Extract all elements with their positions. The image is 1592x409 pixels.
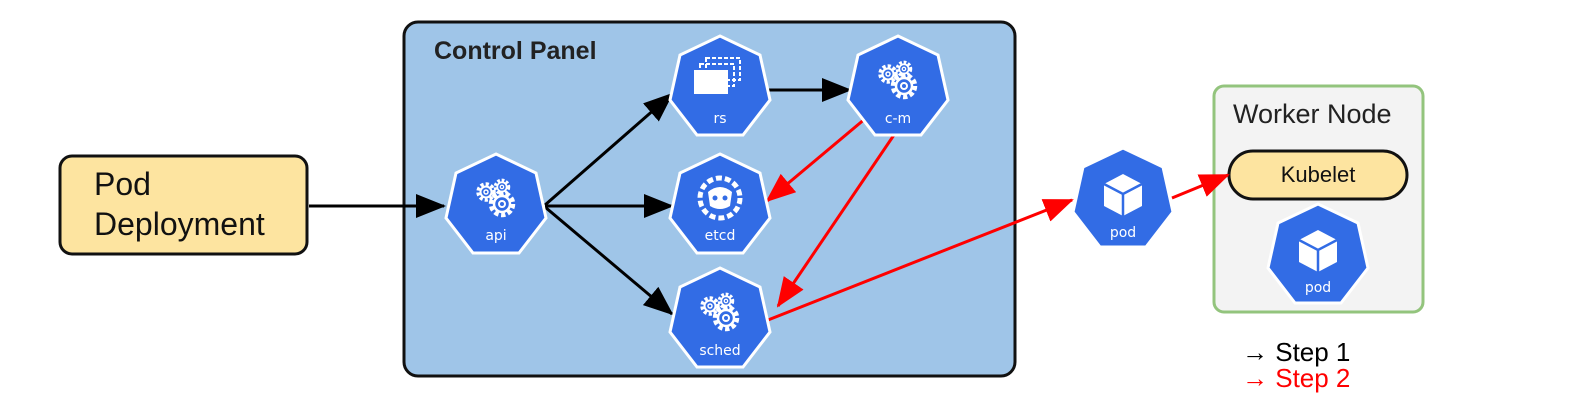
replicaset-icon [694,57,741,94]
worker-node-pod-label: pod [1305,280,1331,296]
component-sched-label: sched [699,343,740,359]
component-rs-label: rs [713,111,726,127]
step1-arrows [309,78,852,316]
component-rs: rs [668,34,772,137]
component-sched: sched [668,266,772,369]
etcd-icon [697,175,743,221]
pod-deployment-box [58,154,309,256]
worker-node-title: Worker Node [1233,99,1392,129]
component-cm: c-m [846,34,950,137]
arrow-cm-to-etcd [765,116,867,203]
arrow-api-to-sched [544,205,674,316]
arrow-sched-to-pod [767,198,1074,322]
worker-node-pod: pod [1266,202,1370,305]
arrow-api-to-rs [544,92,674,207]
component-etcd-label: etcd [705,228,736,244]
arrow-cm-to-sched [776,131,898,308]
pod-deployment-label-line2: Deployment [94,206,265,242]
component-etcd: etcd [668,152,772,255]
control-panel-title: Control Panel [434,37,597,65]
legend-step1: → Step 1 [1242,337,1350,367]
arrow-pod-to-kubelet [1171,173,1230,200]
component-pod-transit-label: pod [1110,225,1136,241]
legend-step2: → Step 2 [1242,363,1350,393]
component-cm-label: c-m [885,111,911,127]
kubelet-label: Kubelet [1281,162,1356,187]
step2-arrows [765,116,1230,322]
component-api: api [444,152,548,255]
component-api-label: api [485,228,506,244]
pod-deployment-label-line1: Pod [94,166,151,202]
component-pod-transit: pod [1071,146,1175,249]
